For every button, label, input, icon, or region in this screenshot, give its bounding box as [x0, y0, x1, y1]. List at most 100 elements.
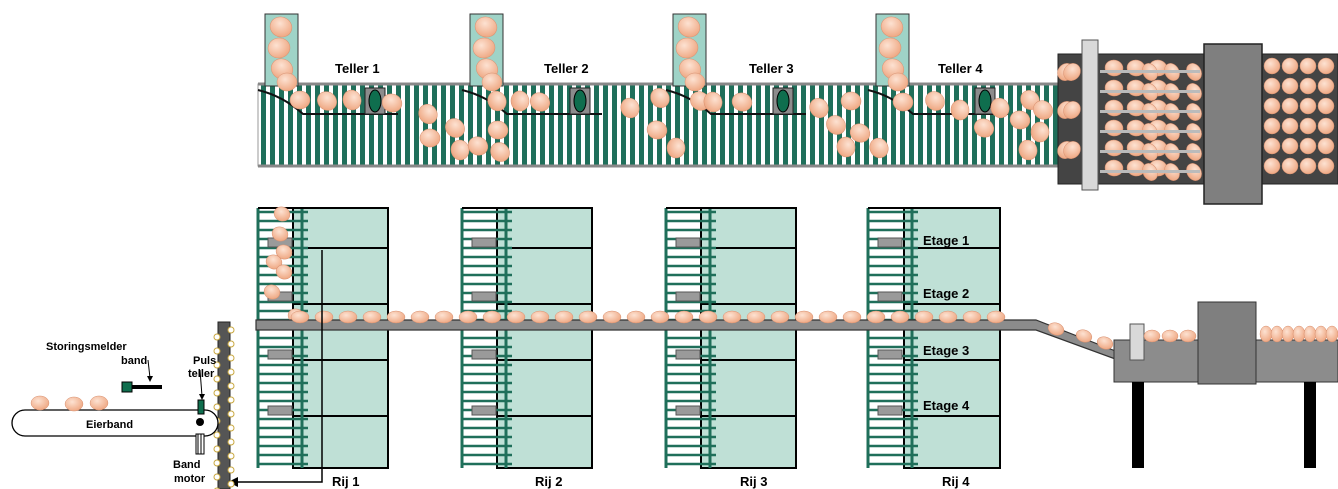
egg — [1018, 139, 1038, 161]
egg — [646, 120, 668, 140]
egg — [482, 310, 502, 324]
egg — [1063, 101, 1081, 119]
egg — [263, 284, 281, 300]
egg — [269, 16, 293, 38]
pulse-counter-label-line1: Puls — [193, 355, 216, 367]
egg — [650, 88, 670, 108]
egg-source — [469, 13, 504, 92]
egg — [1009, 110, 1031, 130]
egg — [1063, 141, 1081, 159]
egg — [418, 104, 438, 124]
egg — [675, 37, 699, 59]
egg — [1281, 97, 1299, 115]
egg — [1263, 137, 1281, 155]
egg — [1047, 322, 1065, 336]
egg — [986, 310, 1006, 324]
counter-unit — [665, 87, 806, 115]
egg — [458, 310, 478, 324]
egg — [1263, 117, 1281, 135]
pulse-counter-label-line2: teller — [188, 368, 215, 380]
egg-elevator — [213, 321, 235, 489]
egg — [1270, 325, 1284, 343]
egg — [1263, 97, 1281, 115]
egg — [1317, 57, 1335, 75]
egg — [410, 310, 430, 324]
tier-label-4: Etage 4 — [923, 398, 970, 413]
counter-unit — [461, 87, 602, 115]
egg — [510, 90, 530, 112]
egg — [419, 128, 441, 148]
egg — [887, 72, 909, 92]
egg — [1161, 329, 1179, 343]
packing-machine — [1057, 39, 1338, 205]
egg — [487, 120, 509, 140]
egg — [530, 92, 550, 112]
egg — [64, 396, 84, 412]
egg — [620, 97, 640, 119]
egg — [746, 310, 766, 324]
egg-source — [264, 13, 299, 92]
counter-unit — [257, 87, 398, 115]
egg — [467, 136, 489, 156]
egg — [290, 310, 310, 324]
cage-column — [460, 207, 593, 469]
egg — [265, 254, 283, 270]
row-label-2: Rij 2 — [535, 474, 562, 489]
egg — [990, 97, 1010, 119]
egg — [1317, 157, 1335, 175]
egg — [703, 91, 723, 113]
egg — [1259, 325, 1273, 343]
egg — [869, 137, 889, 159]
egg — [1075, 329, 1093, 343]
tier-label-2: Etage 2 — [923, 286, 969, 301]
belt-motor-label-line2: motor — [174, 473, 206, 485]
egg — [342, 89, 362, 111]
egg — [684, 72, 706, 92]
egg — [1325, 325, 1338, 343]
egg — [602, 310, 622, 324]
egg — [1314, 325, 1328, 343]
egg — [809, 98, 829, 118]
egg — [271, 226, 289, 242]
egg — [666, 137, 686, 159]
egg — [698, 310, 718, 324]
egg — [1263, 77, 1281, 95]
egg — [794, 310, 814, 324]
cage-column — [256, 207, 389, 469]
fault-detector-label-line2: band — [121, 355, 147, 367]
egg — [276, 72, 298, 92]
egg-belt-label: Eierband — [86, 419, 133, 431]
egg — [1317, 137, 1335, 155]
egg — [314, 310, 334, 324]
tier-label-1: Etage 1 — [923, 233, 969, 248]
cage-column — [866, 207, 1001, 469]
egg — [890, 310, 910, 324]
egg — [1299, 77, 1317, 95]
egg — [973, 118, 995, 138]
egg — [490, 142, 510, 162]
egg — [30, 395, 50, 411]
row-label-1: Rij 1 — [332, 474, 359, 489]
egg — [530, 310, 550, 324]
egg — [386, 310, 406, 324]
egg — [1299, 157, 1317, 175]
egg — [1317, 97, 1335, 115]
egg — [1063, 63, 1081, 81]
egg — [1143, 329, 1161, 343]
egg — [578, 310, 598, 324]
egg — [677, 16, 701, 38]
counter-label-1: Teller 1 — [335, 61, 380, 76]
egg — [434, 310, 454, 324]
egg — [1299, 57, 1317, 75]
egg — [650, 310, 670, 324]
egg — [925, 91, 945, 111]
fault-detector-label-line1: Storingsmelder — [46, 341, 127, 353]
egg — [950, 99, 970, 121]
egg — [1281, 117, 1299, 135]
egg-source — [875, 13, 910, 92]
egg — [1281, 57, 1299, 75]
pulse-counter — [195, 369, 205, 455]
egg — [849, 123, 871, 143]
egg — [892, 92, 914, 112]
